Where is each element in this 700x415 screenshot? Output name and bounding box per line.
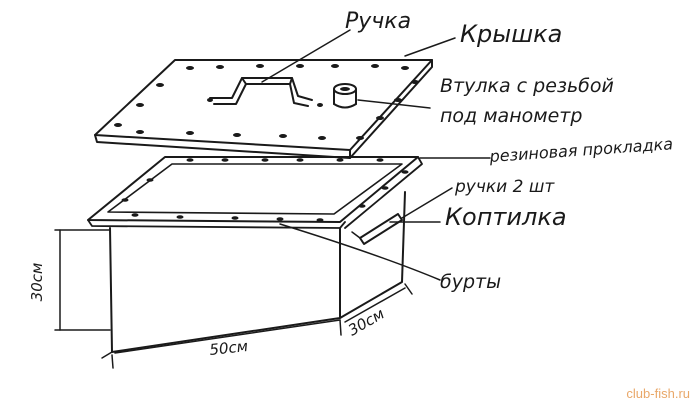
dimension-lines	[54, 229, 413, 369]
label-bushing-line1: Втулка с резьбой	[440, 75, 614, 97]
label-handle: Ручка	[345, 9, 411, 34]
label-gasket: резиновая прокладка	[488, 134, 674, 166]
side-handle	[351, 213, 403, 245]
label-side-handles: ручки 2 шт	[454, 177, 555, 197]
gasket-rim	[87, 156, 423, 229]
dimension-length: 50см	[209, 337, 249, 359]
label-rims: бурты	[440, 271, 501, 293]
lid	[94, 59, 433, 159]
threaded-bushing	[333, 83, 357, 109]
dimension-height: 30см	[28, 263, 46, 302]
leader-lines	[261, 29, 491, 281]
label-smoker: Коптилка	[445, 203, 567, 231]
rim-bolt-holes	[121, 158, 409, 222]
label-bushing-line2: под манометр	[440, 105, 582, 127]
watermark-text: club-fish.ru	[626, 386, 690, 401]
label-lid: Крышка	[460, 20, 562, 48]
lid-bolt-holes	[114, 64, 419, 140]
lid-handle	[209, 77, 313, 107]
